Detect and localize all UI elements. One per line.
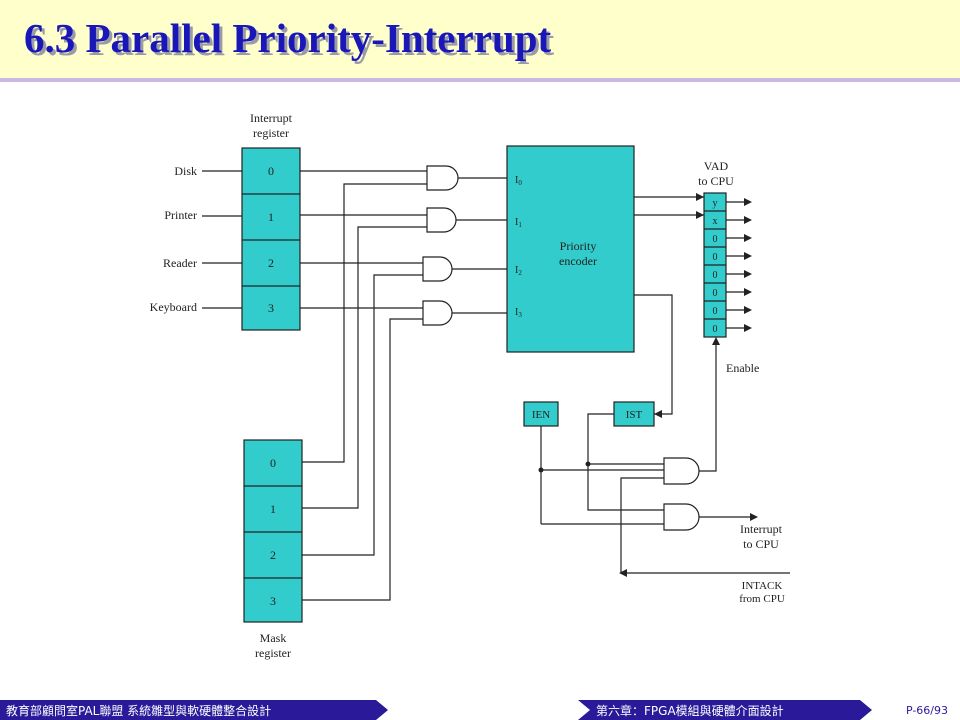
encoder-label-2: encoder [559,254,597,268]
interrupt-bit-0: 0 [268,164,274,178]
vad-cell-7: 0 [713,324,718,335]
and-gate-0 [426,165,459,191]
title-shadow [0,78,960,82]
priority-encoder [506,145,635,353]
interrupt-register-label-1: Interrupt [250,111,293,125]
interrupt-bit-1: 1 [268,210,274,224]
and-gate-2 [422,256,453,282]
interrupt-bit-2: 2 [268,256,274,270]
mask-bit-1: 1 [270,502,276,516]
source-keyboard: Keyboard [150,300,197,314]
source-disk: Disk [174,164,197,178]
vad-label-2: to CPU [698,174,734,188]
interrupt-to-cpu-2: to CPU [743,537,779,551]
and-gate-3 [422,300,453,326]
vad-cell-3: 0 [713,252,718,263]
vad-cell-y: y [713,198,718,209]
interrupt-register [241,147,301,331]
encoder-input-0: I0 [515,175,522,187]
source-printer: Printer [164,208,197,222]
and-gate-enable [663,457,700,485]
footer-chapter: 第六章：FPGA模組與硬體介面設計 [596,704,784,718]
enable-label: Enable [726,361,759,375]
vad-cell-5: 0 [713,288,718,299]
interrupt-bit-3: 3 [268,301,274,315]
vad-cell-4: 0 [713,270,718,281]
ist-label: IST [626,409,643,421]
footer-bar: 教育部顧問室PAL聯盟 系統雛型與軟硬體整合設計 第六章：FPGA模組與硬體介面… [0,700,960,720]
encoder-input-1: I1 [515,217,522,229]
vad-cell-x: x [713,216,718,227]
source-reader: Reader [163,256,197,270]
mask-bit-0: 0 [270,456,276,470]
encoder-label-1: Priority [560,239,597,253]
mask-bit-3: 3 [270,594,276,608]
intack-label-2: from CPU [739,593,785,605]
encoder-input-2: I2 [515,265,522,277]
and-gate-interrupt [663,503,700,531]
encoder-input-3: I3 [515,307,522,319]
interrupt-register-label-2: register [253,126,289,140]
intack-label-1: INTACK [742,580,783,592]
mask-register-label-2: register [255,646,291,660]
interrupt-to-cpu-1: Interrupt [740,522,783,536]
footer-course: 教育部顧問室PAL聯盟 系統雛型與軟硬體整合設計 [6,704,272,718]
mask-register [243,439,303,623]
vad-cell-2: 0 [713,234,718,245]
slide-title: 6.3 Parallel Priority-Interrupt [24,15,552,61]
ien-flipflop [523,401,559,427]
and-gate-1 [426,207,457,233]
ien-label: IEN [532,409,550,421]
mask-bit-2: 2 [270,548,276,562]
page-number: P-66/93 [905,704,948,717]
vad-cell-6: 0 [713,306,718,317]
mask-register-label-1: Mask [260,631,287,645]
vad-label-1: VAD [704,159,729,173]
